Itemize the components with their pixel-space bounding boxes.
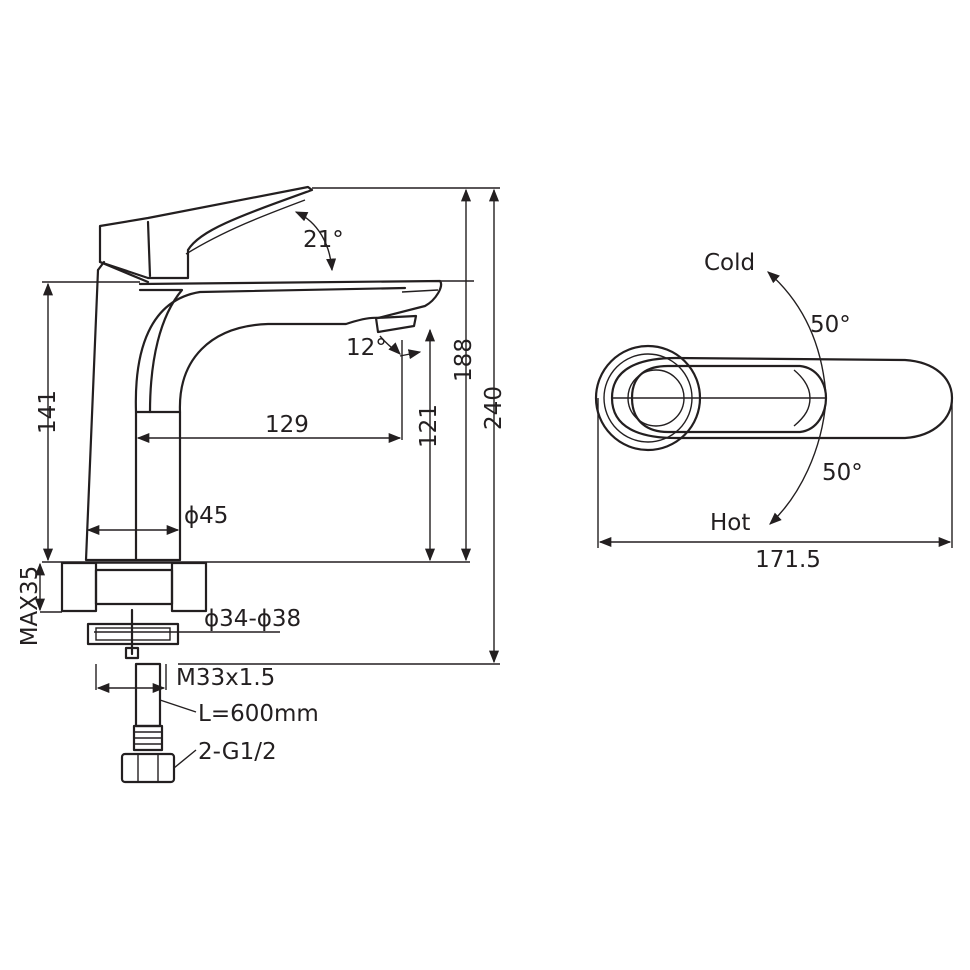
length-label: 171.5 <box>755 547 821 573</box>
spout-angle-label: 12° <box>346 335 387 361</box>
hot-angle-label: 50° <box>822 460 863 486</box>
top-view: Cold 50° 50° Hot 171.5 <box>594 250 954 573</box>
cold-label: Cold <box>704 250 755 276</box>
top-view-outline <box>594 344 954 452</box>
height-121-label: 121 <box>416 404 442 448</box>
side-view: 21° 12° 141 129 121 188 240 ϕ45 ϕ34-ϕ38 … <box>17 185 507 784</box>
hose-length-label: L=600mm <box>198 701 319 727</box>
handle-tilt-label: 21° <box>303 227 344 253</box>
total-height-label: 240 <box>481 386 507 430</box>
thread-label: M33x1.5 <box>176 665 275 691</box>
connection-label: 2-G1/2 <box>198 739 277 765</box>
mounting-nut <box>86 608 180 660</box>
mount-hole-label: ϕ34-ϕ38 <box>204 606 301 632</box>
deck-section <box>60 561 208 613</box>
max-deck-label: MAX35 <box>17 566 43 647</box>
cold-angle-label: 50° <box>810 312 851 338</box>
length-dimension <box>597 398 953 548</box>
reach-129-label: 129 <box>265 412 309 438</box>
base-diameter-label: ϕ45 <box>184 503 228 529</box>
dimension-lines <box>34 188 500 769</box>
hot-label: Hot <box>710 510 750 536</box>
faucet-body-outline <box>84 185 443 562</box>
extension-lines <box>40 187 500 690</box>
height-188-label: 188 <box>451 338 477 382</box>
rotation-arcs <box>767 271 827 525</box>
height-141-label: 141 <box>35 390 61 434</box>
